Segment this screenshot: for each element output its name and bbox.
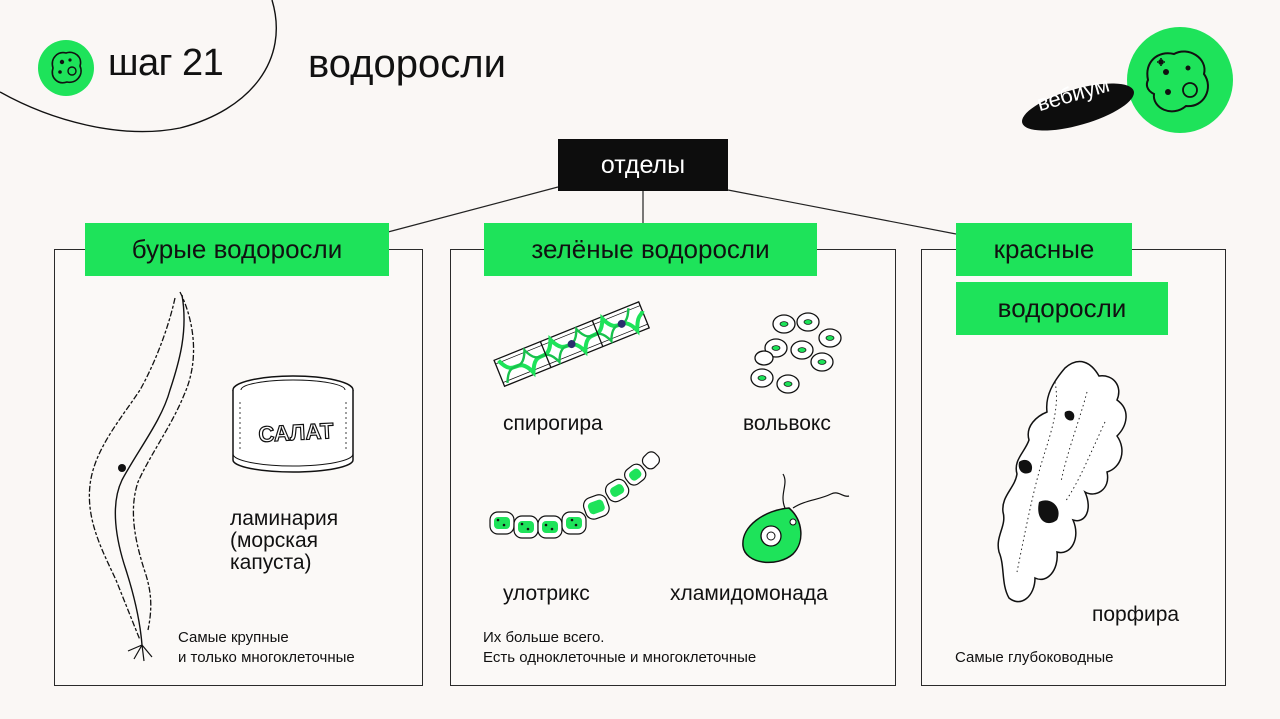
brown-algae-note: Самые крупные и только многоклеточные xyxy=(178,628,355,668)
laminaria-label-line1: ламинария xyxy=(230,507,339,530)
green-algae-note-line2: Есть одноклеточные и многоклеточные xyxy=(483,649,757,666)
laminaria-label: ламинария (морская капуста) xyxy=(230,508,338,574)
brand-logo xyxy=(1022,27,1233,133)
green-algae-label: зелёные водоросли xyxy=(484,223,817,276)
spirogyra-label: спирогира xyxy=(503,412,603,435)
spirogyra-icon xyxy=(493,301,651,388)
green-algae-panel xyxy=(450,249,896,686)
ulothrix-icon xyxy=(489,451,661,539)
brown-algae-label: бурые водоросли xyxy=(85,223,389,276)
red-algae-note: Самые глубоководные xyxy=(955,649,1114,666)
laminaria-icon xyxy=(88,291,195,662)
brown-algae-panel xyxy=(54,249,423,686)
green-algae-note: Их больше всего. Есть одноклеточные и мн… xyxy=(483,628,756,668)
green-algae-note-line1: Их больше всего. xyxy=(483,629,605,646)
porphyra-icon xyxy=(997,360,1127,603)
red-algae-label-line2: водоросли xyxy=(956,282,1168,335)
can-label: САЛАТ xyxy=(257,417,335,447)
red-algae-label-line1: красные xyxy=(956,223,1132,276)
brown-algae-note-line2: и только многоклеточные xyxy=(178,649,355,666)
can-icon xyxy=(232,375,354,473)
brown-algae-note-line1: Самые крупные xyxy=(178,629,289,646)
laminaria-label-line3: капуста) xyxy=(230,551,312,574)
porphyra-label: порфира xyxy=(1092,603,1180,626)
laminaria-label-line2: (морская xyxy=(230,529,318,552)
root-label: отделы xyxy=(558,139,728,191)
volvox-label: вольвокс xyxy=(743,412,831,435)
volvox-icon xyxy=(750,312,842,394)
chlamydomonas-icon xyxy=(742,473,850,564)
step-label: шаг 21 xyxy=(108,42,224,84)
page-title: водоросли xyxy=(308,42,506,86)
chlamydomonas-label: хламидомонада xyxy=(670,582,828,605)
microbe-icon xyxy=(38,40,94,96)
ulothrix-label: улотрикс xyxy=(503,582,590,605)
